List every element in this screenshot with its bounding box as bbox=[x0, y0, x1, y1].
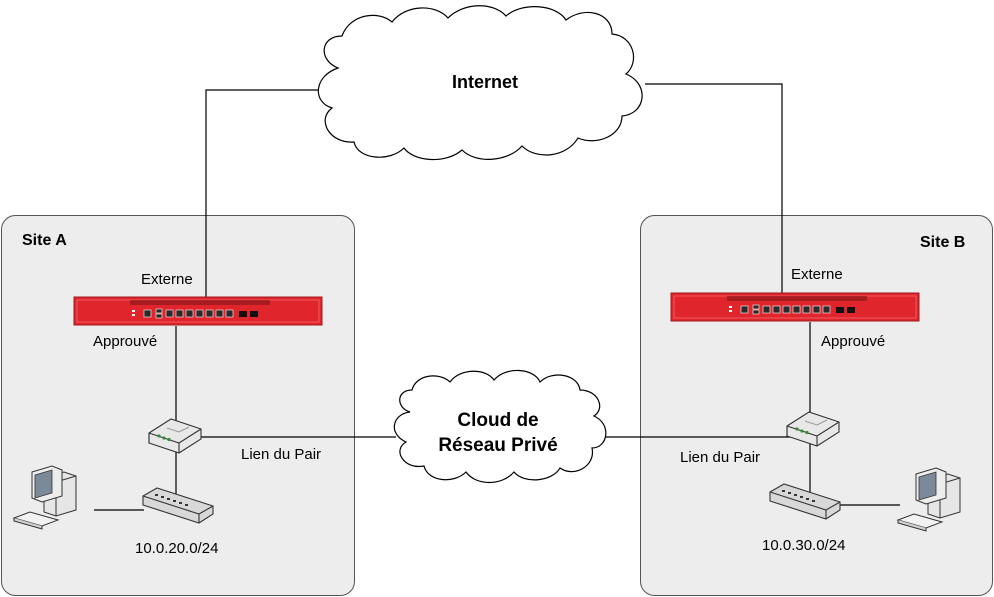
site-a-subnet-label: 10.0.20.0/24 bbox=[135, 540, 218, 557]
site-b-title: Site B bbox=[920, 234, 965, 251]
site-b-firewall-icon bbox=[670, 292, 920, 322]
site-a-title: Site A bbox=[22, 232, 67, 249]
internet-label: Internet bbox=[452, 72, 518, 92]
site-a-internet-link bbox=[205, 89, 324, 298]
site-b-internet-link bbox=[645, 83, 783, 294]
site-a-peer-link-label: Lien du Pair bbox=[241, 446, 321, 463]
private-cloud-label-line2: Réseau Privé bbox=[438, 435, 557, 456]
site-a-trusted-label: Approuvé bbox=[93, 333, 157, 350]
internet-cloud bbox=[317, 5, 643, 161]
site-b-subnet-label: 10.0.30.0/24 bbox=[762, 537, 845, 554]
site-a-firewall-icon bbox=[73, 296, 323, 326]
connection-lines bbox=[94, 83, 900, 511]
private-cloud-label-line1: Cloud de bbox=[457, 410, 538, 431]
site-b-trusted-label: Approuvé bbox=[821, 333, 885, 350]
site-b-peer-link-label: Lien du Pair bbox=[680, 449, 760, 466]
site-a-external-label: Externe bbox=[141, 271, 193, 288]
site-b-external-label: Externe bbox=[791, 266, 843, 283]
private-cloud bbox=[393, 369, 607, 484]
